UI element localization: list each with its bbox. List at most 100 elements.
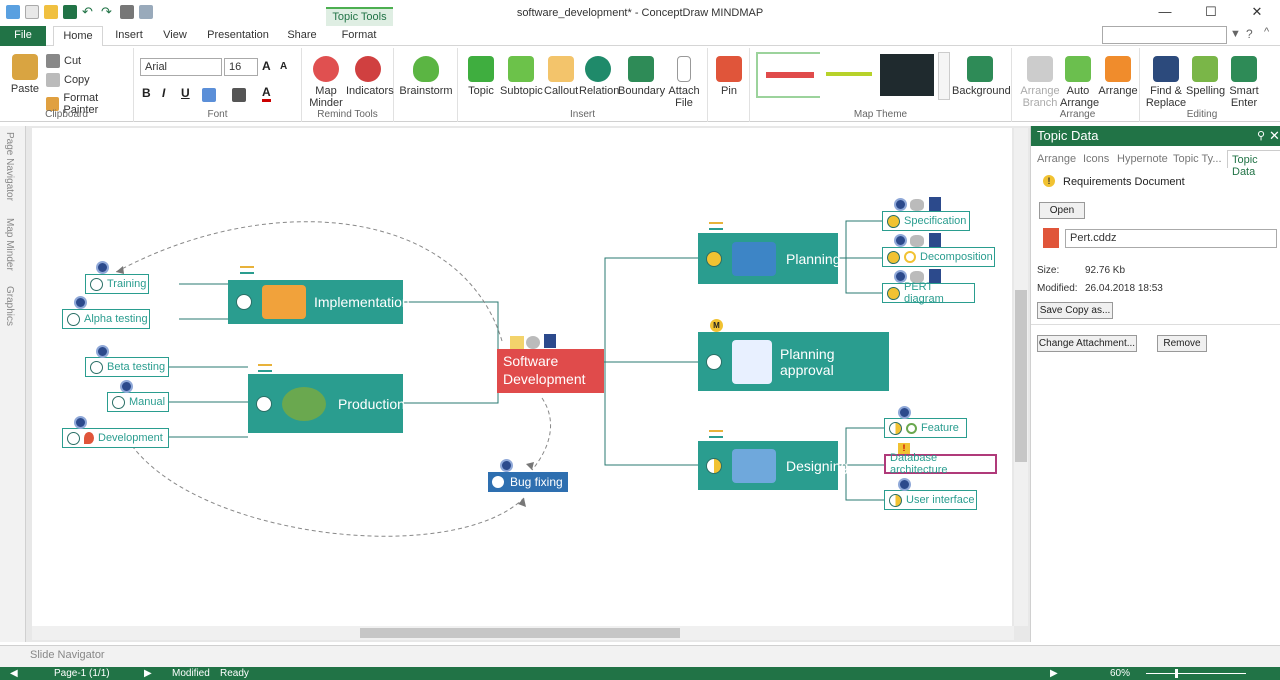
tab-home[interactable]: Home — [53, 26, 103, 47]
attachment-file-field[interactable]: Pert.cddz — [1065, 229, 1277, 248]
task-circle-icon — [492, 476, 504, 488]
grow-font-icon[interactable]: A — [262, 59, 271, 73]
subtopic-user-interface[interactable]: User interface — [884, 490, 977, 510]
graphics-tab[interactable]: Graphics — [4, 286, 15, 327]
subtopic-pert-diagram[interactable]: PERT diagram — [882, 281, 975, 305]
panel-tab-hypernote[interactable]: Hypernote — [1117, 153, 1168, 165]
pin-button[interactable]: Pin — [712, 56, 746, 97]
map-canvas[interactable]: Software Development Implementation Prod… — [32, 128, 1012, 626]
subtopic-development[interactable]: Development — [62, 428, 169, 448]
panel-tab-topic-type[interactable]: Topic Ty... — [1173, 153, 1222, 165]
subtopic-manual[interactable]: Manual — [107, 392, 169, 412]
remove-button[interactable]: Remove — [1157, 335, 1207, 352]
tab-presentation[interactable]: Presentation — [207, 29, 269, 41]
subtopic-beta-testing[interactable]: Beta testing — [85, 357, 169, 377]
search-input[interactable] — [1102, 26, 1227, 44]
pin-panel-icon[interactable]: ⚲ — [1257, 130, 1266, 142]
topic-bug-fixing[interactable]: Bug fixing — [488, 472, 568, 492]
topic-planning-approval[interactable]: Planning approval — [698, 332, 889, 391]
change-attachment-button[interactable]: Change Attachment... — [1037, 335, 1137, 352]
arrange-branch-button[interactable]: Arrange Branch — [1018, 56, 1062, 109]
bold-button[interactable]: B — [142, 86, 151, 100]
arrange-button[interactable]: Arrange — [1098, 56, 1138, 97]
subtopic-button[interactable]: Subtopic — [500, 56, 543, 97]
play-icon[interactable]: ▶ — [1050, 668, 1058, 679]
new-icon[interactable] — [25, 5, 39, 19]
filter-icon[interactable]: ▼ — [1230, 28, 1241, 40]
topic-designing[interactable]: Designing — [698, 441, 848, 490]
find-replace-button[interactable]: Find & Replace — [1144, 56, 1188, 109]
close-panel-icon[interactable]: ✕ — [1269, 128, 1280, 143]
prev-page-icon[interactable]: ◀ — [10, 668, 18, 679]
map-minder-button[interactable]: Map Minder — [308, 56, 344, 109]
font-size-select[interactable]: 16 — [224, 58, 258, 76]
topic-planning[interactable]: Planning — [698, 233, 841, 284]
maximize-button[interactable]: ☐ — [1205, 4, 1217, 19]
subtopic-database-architecture[interactable]: Database architecture — [884, 452, 997, 476]
save-icon[interactable] — [63, 5, 77, 19]
collapse-ribbon-icon[interactable]: ^ — [1264, 26, 1270, 38]
help-icon[interactable]: ? — [1246, 27, 1253, 41]
font-color-icon[interactable]: A — [262, 85, 271, 102]
tab-view[interactable]: View — [163, 29, 187, 41]
boundary-button[interactable]: Boundary — [618, 56, 665, 97]
format-painter-button[interactable]: Format Painter — [46, 92, 133, 116]
spelling-button[interactable]: Spelling — [1186, 56, 1225, 97]
redo-icon[interactable]: ↷ — [101, 4, 112, 19]
panel-tab-icons[interactable]: Icons — [1083, 153, 1110, 165]
indicators-button[interactable]: Indicators — [346, 56, 394, 97]
zoom-slider-thumb[interactable] — [1175, 669, 1178, 678]
topic-implementation[interactable]: Implementation — [228, 280, 410, 324]
underline-button[interactable]: U — [181, 86, 190, 100]
topic-button[interactable]: Topic — [464, 56, 498, 97]
horizontal-scroll-thumb[interactable] — [360, 628, 680, 638]
save-copy-button[interactable]: Save Copy as... — [1037, 302, 1113, 319]
cut-button[interactable]: Cut — [46, 54, 81, 68]
open-folder-icon[interactable] — [44, 5, 58, 19]
central-topic[interactable]: Software Development — [497, 349, 604, 393]
subtopic-decomposition[interactable]: Decomposition — [882, 247, 995, 267]
paste-button[interactable]: Paste — [8, 54, 42, 95]
undo-icon[interactable]: ↶ — [82, 4, 93, 19]
context-tab-topic-tools[interactable]: Topic Tools — [326, 7, 393, 26]
print-icon[interactable] — [120, 5, 134, 19]
brainstorm-button[interactable]: Brainstorm — [398, 56, 454, 97]
smart-enter-button[interactable]: Smart Enter — [1226, 56, 1262, 109]
panel-tab-topic-data[interactable]: Topic Data — [1227, 150, 1280, 178]
tab-format[interactable]: Format — [341, 29, 377, 41]
theme-thumb-1[interactable] — [756, 52, 822, 98]
print-preview-icon[interactable] — [139, 5, 153, 19]
page-navigator-tab[interactable]: Page Navigator — [4, 132, 15, 201]
text-box-icon[interactable] — [232, 88, 246, 102]
relation-button[interactable]: Relation — [579, 56, 619, 97]
callout-button[interactable]: Callout — [544, 56, 578, 97]
align-icon[interactable] — [202, 88, 216, 102]
tab-file[interactable]: File — [0, 26, 46, 46]
subtopic-alpha-testing[interactable]: Alpha testing — [62, 309, 150, 329]
slide-navigator[interactable]: Slide Navigator — [0, 645, 1280, 667]
theme-thumb-2[interactable] — [820, 52, 878, 98]
italic-button[interactable]: I — [162, 86, 166, 100]
tab-insert[interactable]: Insert — [115, 29, 143, 41]
topic-production[interactable]: Production — [248, 374, 405, 433]
subtopic-specification[interactable]: Specification — [882, 211, 970, 231]
next-page-icon[interactable]: ▶ — [144, 668, 152, 679]
copy-button[interactable]: Copy — [46, 73, 90, 87]
tab-share[interactable]: Share — [287, 29, 317, 41]
close-button[interactable]: ✕ — [1251, 4, 1263, 19]
shrink-font-icon[interactable]: A — [280, 61, 288, 72]
auto-arrange-button[interactable]: Auto Arrange — [1060, 56, 1099, 109]
panel-tab-arrange[interactable]: Arrange — [1037, 153, 1077, 165]
open-button[interactable]: Open — [1039, 202, 1085, 219]
attach-file-button[interactable]: Attach File — [664, 56, 704, 109]
zoom-slider[interactable] — [1146, 673, 1246, 674]
subtopic-training[interactable]: Training — [85, 274, 149, 294]
vertical-scroll-thumb[interactable] — [1015, 290, 1027, 462]
font-family-select[interactable]: Arial — [140, 58, 222, 76]
theme-gallery-scroll[interactable] — [938, 52, 950, 100]
theme-thumb-3[interactable] — [880, 54, 934, 96]
subtopic-feature[interactable]: Feature — [884, 418, 967, 438]
background-button[interactable]: Background — [952, 56, 1011, 97]
map-minder-tab[interactable]: Map Minder — [4, 218, 15, 271]
minimize-button[interactable]: — — [1158, 4, 1172, 19]
